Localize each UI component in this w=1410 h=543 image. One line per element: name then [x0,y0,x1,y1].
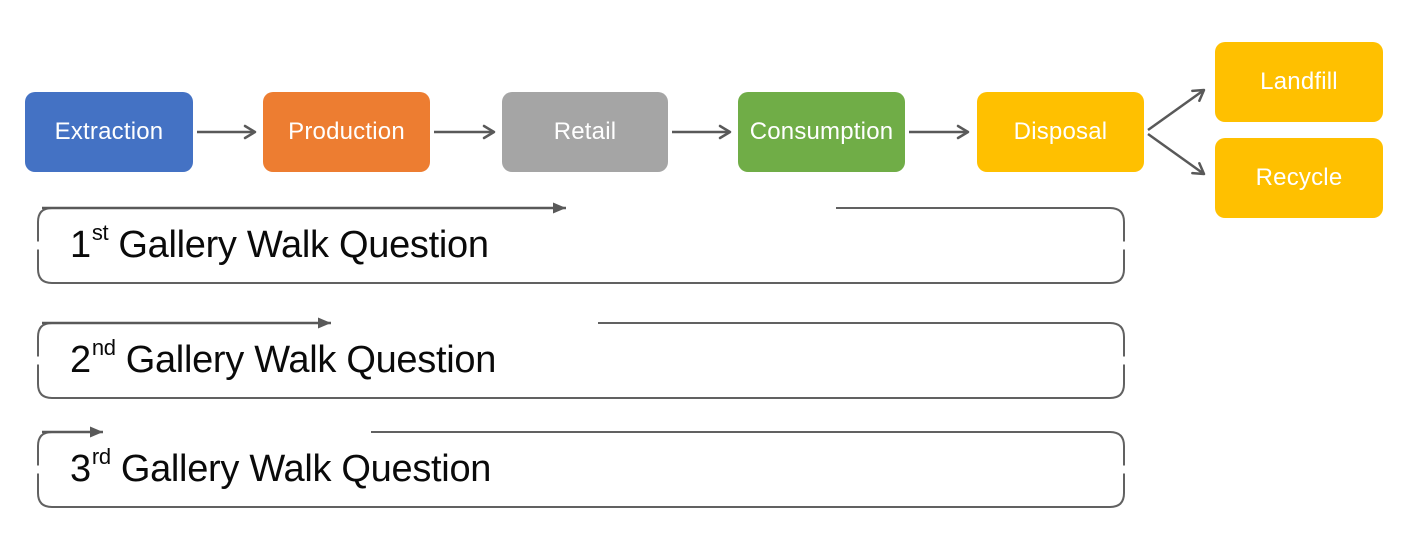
stage-label-recycle: Recycle [1255,164,1343,191]
gallery-box-3-border-top-left [37,431,53,466]
stage-box-retail[interactable]: Retail [502,92,668,172]
stage-label-disposal: Disposal [1013,118,1108,145]
gallery-question-2-ordinal-suffix: nd [91,334,116,360]
gallery-question-1-ordinal-suffix: st [91,219,109,245]
stage-box-production[interactable]: Production [263,92,430,172]
gallery-box-2-border-top-right [598,322,1125,357]
stage-label-consumption: Consumption [749,118,894,145]
stage-box-landfill[interactable]: Landfill [1215,42,1383,122]
arrow-disposal-to-landfill [1147,88,1206,132]
arrow-disposal-to-recycle [1147,132,1206,176]
stage-box-recycle[interactable]: Recycle [1215,138,1383,218]
stage-label-retail: Retail [553,118,617,145]
gallery-box-2-border-top-left [37,322,53,357]
gallery-box-1-border-top-right [836,207,1125,242]
gallery-question-3-ordinal-suffix: rd [91,443,111,469]
stage-label-landfill: Landfill [1260,68,1338,95]
stage-box-consumption[interactable]: Consumption [738,92,905,172]
stage-box-disposal[interactable]: Disposal [977,92,1144,172]
stage-label-production: Production [288,118,405,145]
stage-box-extraction[interactable]: Extraction [25,92,193,172]
gallery-box-1-border-top-left [37,207,53,242]
gallery-box-1-border-bottom [37,249,1125,284]
gallery-question-3-label: Gallery Walk Question [120,448,492,490]
stage-label-extraction: Extraction [54,118,164,145]
gallery-question-1-ordinal: 1 [70,224,91,266]
gallery-box-2-border-bottom [37,364,1125,399]
gallery-question-2-ordinal: 2 [70,339,91,381]
gallery-box-3-border-top-right [371,431,1125,466]
gallery-question-1-label: Gallery Walk Question [118,224,489,266]
gallery-question-3-ordinal: 3 [70,448,91,490]
gallery-box-3-border-bottom [37,473,1125,508]
gallery-question-2-label: Gallery Walk Question [125,339,497,381]
